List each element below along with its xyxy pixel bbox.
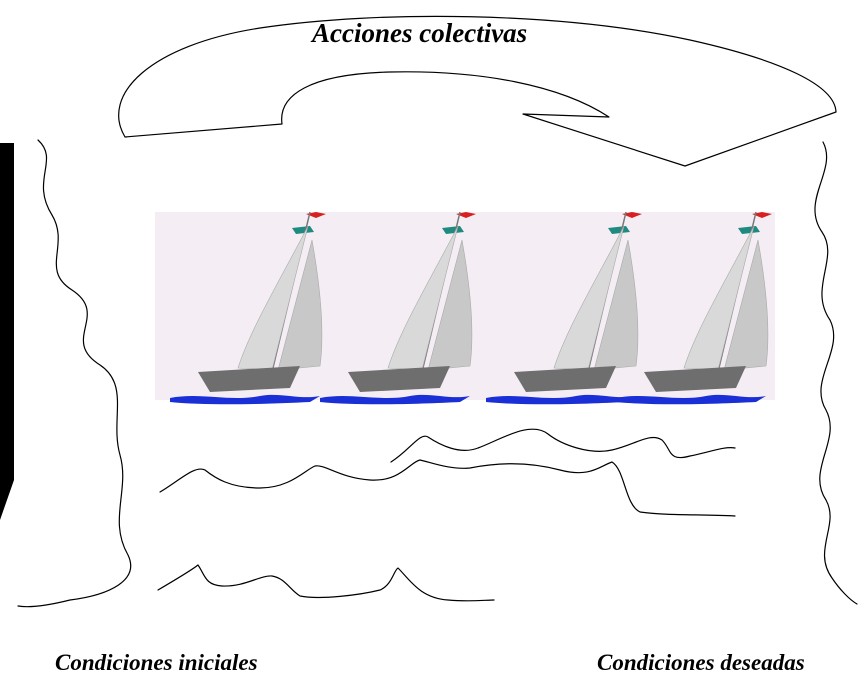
desired-conditions-label: Condiciones deseadas (597, 650, 805, 675)
left-black-bar (0, 143, 14, 520)
initial-conditions-border (17, 139, 132, 608)
sailboat-3 (486, 211, 642, 405)
initial-conditions-label: Condiciones iniciales (55, 650, 258, 675)
wave-line-upper (390, 428, 736, 463)
desired-conditions-border (814, 141, 858, 605)
sailboat-1 (170, 211, 326, 405)
collective-actions-label: Acciones colectivas (312, 18, 528, 48)
collective-action-arrow (118, 15, 837, 167)
wave-line-lower (157, 564, 495, 602)
sailboat-4 (616, 211, 772, 405)
sailboat-2 (320, 211, 476, 405)
wave-line-middle (159, 459, 736, 517)
